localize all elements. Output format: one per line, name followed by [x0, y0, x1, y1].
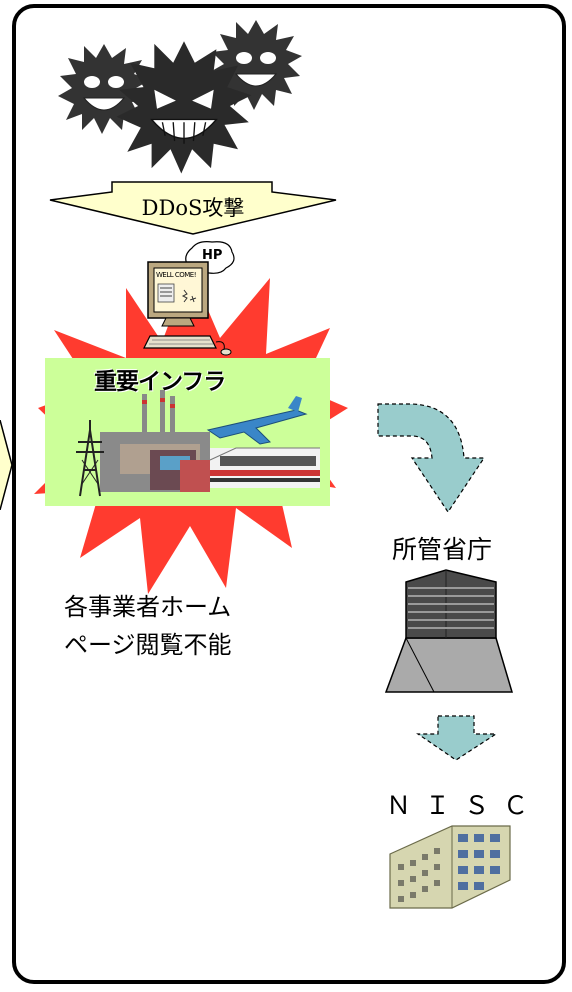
incoming-arrow-tip	[0, 420, 13, 510]
infra-title: 重要インフラ	[94, 369, 226, 395]
monitor-screen-text: WELL COME!	[156, 271, 197, 279]
ministry-label: 所管省庁	[392, 535, 493, 564]
impact-line-1: 各事業者ホーム	[64, 593, 232, 621]
monitor-icon	[143, 241, 235, 356]
impact-line-2: ページ閲覧不能	[64, 631, 232, 659]
ministry-building-icon	[384, 569, 514, 693]
virus-icon	[58, 20, 302, 174]
nisc-building-icon	[389, 825, 511, 909]
monitor-bubble-text: HP	[202, 248, 223, 263]
down-flow-arrow	[416, 715, 499, 761]
ddos-banner-arrow	[49, 181, 337, 235]
infrastructure-image	[76, 390, 320, 497]
impact-text: 各事業者ホーム ページ閲覧不能	[64, 588, 232, 664]
ddos-attack-label: DDoS攻撃	[141, 196, 245, 220]
curved-flow-arrow	[377, 403, 486, 514]
nisc-label: ＮＩＳＣ	[386, 791, 543, 820]
